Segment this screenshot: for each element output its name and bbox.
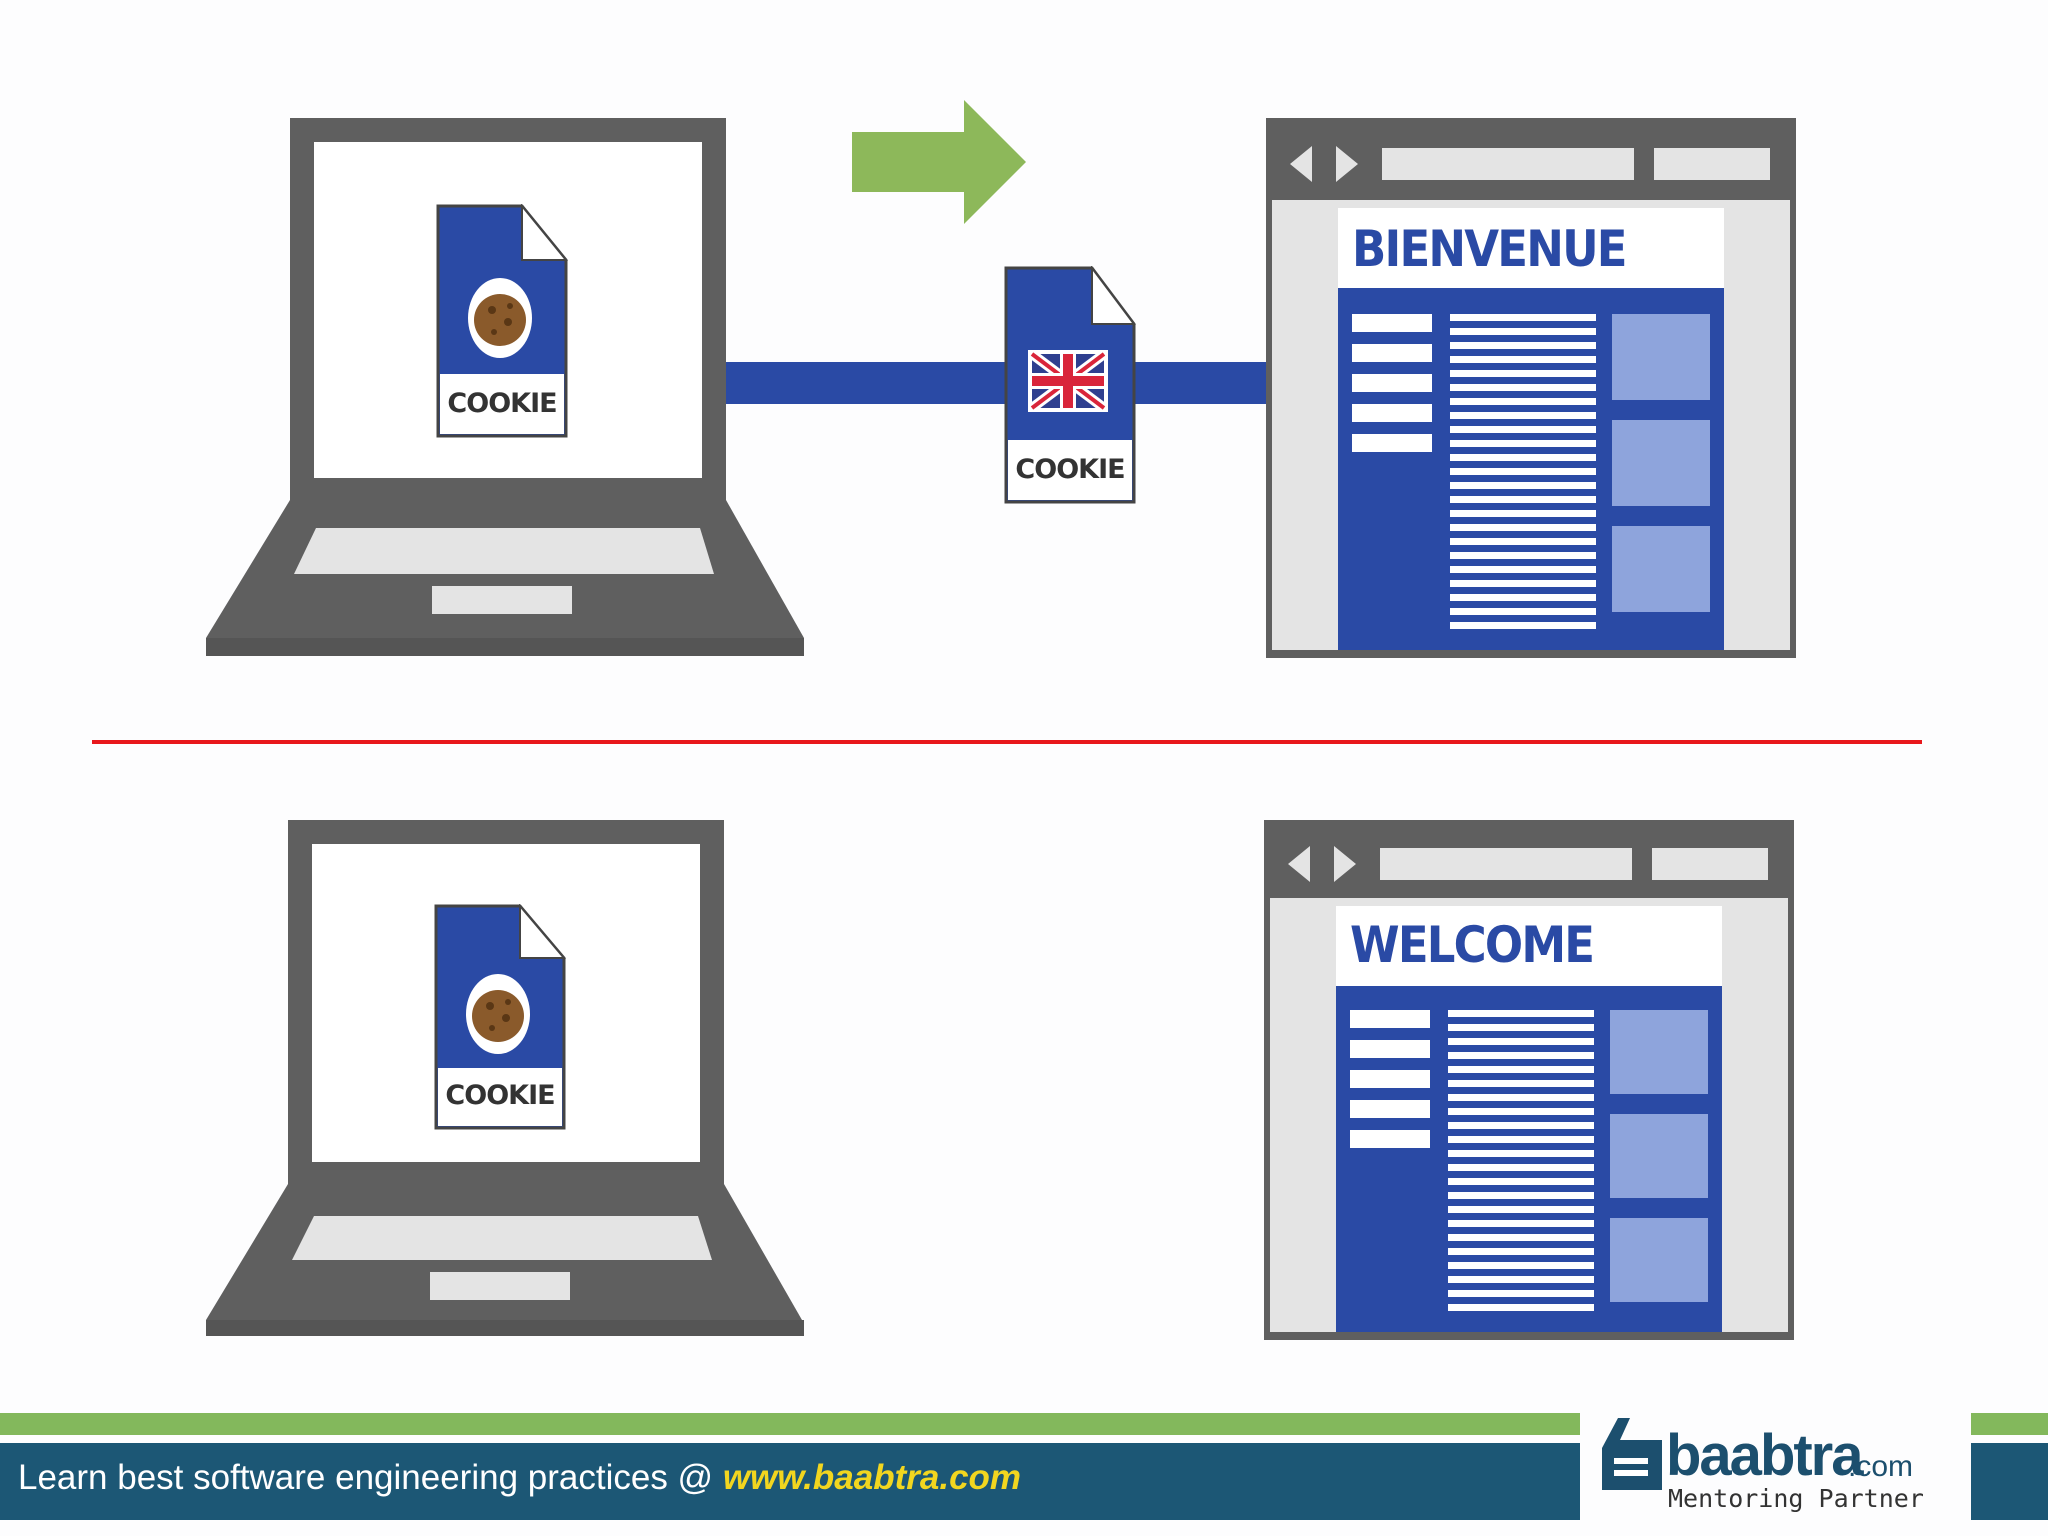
logo-mark-icon	[1602, 1418, 1662, 1490]
cookie-label: COOKIE	[445, 1080, 555, 1111]
logo-word: baabtra	[1666, 1423, 1864, 1488]
arrow-right-icon	[852, 100, 1026, 224]
divider-line	[92, 740, 1922, 744]
footer-caption: Learn best software engineering practice…	[18, 1458, 723, 1497]
connection-line	[718, 362, 1270, 404]
cookie-transit-icon: COOKIE	[1004, 266, 1136, 504]
footer-bar	[0, 1443, 1580, 1520]
baabtra-logo: baabtra .com Mentoring Partner	[1598, 1408, 1964, 1520]
uk-flag-icon	[1029, 350, 1107, 412]
cookie-file-icon: COOKIE	[434, 904, 566, 1130]
footer-text: Learn best software engineering practice…	[18, 1458, 1021, 1498]
cookie-label: COOKIE	[1015, 454, 1125, 485]
browser-window-top: BIENVENUE	[1266, 118, 1796, 658]
browser-window-bottom: WELCOME	[1264, 820, 1794, 1340]
page-title: BIENVENUE	[1352, 220, 1628, 278]
page-title: WELCOME	[1350, 916, 1595, 974]
logo-tagline: Mentoring Partner	[1668, 1484, 1924, 1513]
footer-link[interactable]: www.baabtra.com	[722, 1458, 1022, 1497]
cookie-file-icon: COOKIE	[436, 204, 568, 438]
cookie-label: COOKIE	[447, 388, 557, 419]
footer-accent-bar	[1971, 1413, 2048, 1435]
footer-bar	[1971, 1443, 2048, 1520]
footer-accent-bar	[0, 1413, 1580, 1435]
laptop-bottom	[204, 820, 808, 1338]
logo-suffix: .com	[1848, 1450, 1914, 1483]
